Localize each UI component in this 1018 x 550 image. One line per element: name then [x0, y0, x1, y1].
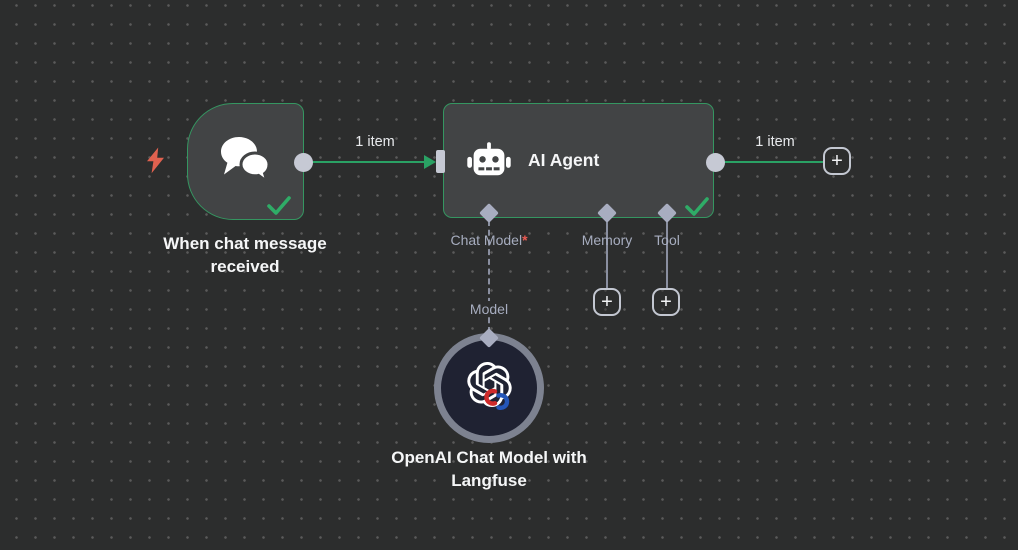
port-label-memory: Memory: [581, 232, 633, 248]
add-memory-button[interactable]: +: [593, 288, 621, 316]
input-endpoint[interactable]: [436, 150, 445, 173]
node-title-agent: AI Agent: [528, 150, 600, 170]
add-next-node-button[interactable]: +: [823, 147, 851, 175]
port-label-tool: Tool: [654, 232, 680, 248]
output-endpoint[interactable]: [706, 153, 725, 172]
success-checkmark-icon: [267, 196, 291, 215]
robot-icon: [467, 142, 511, 176]
node-when-chat-message-received[interactable]: [187, 103, 304, 220]
output-endpoint[interactable]: [294, 153, 313, 172]
port-label-chat-model: Chat Model*: [450, 232, 528, 248]
wire-memory: [606, 220, 608, 288]
chat-bubbles-icon: [221, 137, 271, 186]
wire-tool: [666, 220, 668, 288]
success-checkmark-icon: [685, 197, 709, 216]
wire-arrowhead-icon: [424, 155, 436, 169]
wire-trigger-to-agent: [303, 160, 427, 163]
wire-agent-output: [722, 160, 823, 163]
node-title-trigger: When chat message received: [163, 234, 327, 276]
wire-chat-model-dashed: [488, 220, 490, 333]
trigger-bolt-icon: [147, 147, 164, 174]
node-ai-agent[interactable]: [443, 103, 714, 218]
node-title-model: OpenAI Chat Model with Langfuse: [391, 448, 587, 490]
node-openai-chat-model[interactable]: [434, 333, 544, 443]
connection-item-count: 1 item: [355, 134, 395, 150]
add-tool-button[interactable]: +: [652, 288, 680, 316]
langfuse-mark-icon: [484, 388, 510, 410]
required-asterisk: *: [522, 232, 528, 248]
connection-item-count: 1 item: [755, 134, 795, 150]
model-wire-label: Model: [439, 301, 539, 317]
